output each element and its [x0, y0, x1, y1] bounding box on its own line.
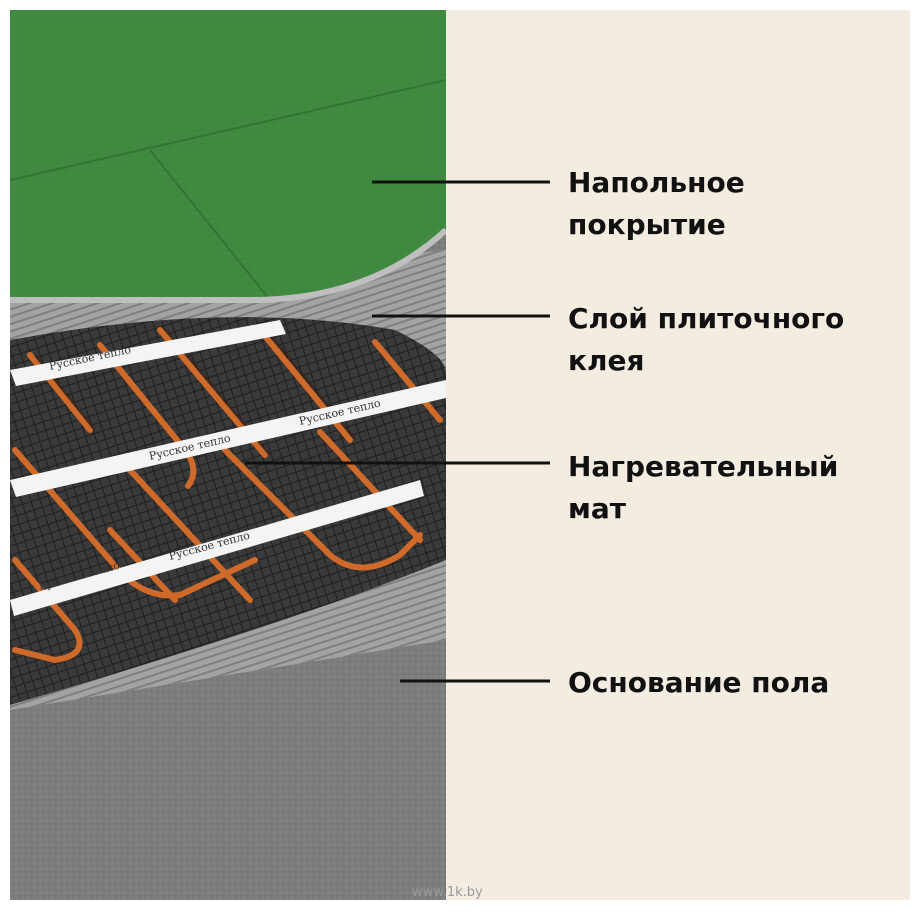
- leader-lines: [245, 180, 550, 683]
- watermark: www.1k.by: [412, 885, 483, 900]
- label-tile-adhesive-line-1: Слой плиточного: [568, 302, 845, 335]
- fixing-tapes: Русское тепло Русское тепло Русское тепл…: [10, 320, 446, 616]
- label-heating-mat: Нагревательный мат: [568, 446, 838, 530]
- tape-2: [10, 380, 446, 497]
- right-panel: [446, 10, 910, 900]
- label-heating-mat-line-1: Нагревательный: [568, 450, 839, 483]
- label-floor-base: Основание пола: [568, 662, 829, 704]
- label-tile-adhesive: Слой плиточного клея: [568, 298, 844, 382]
- label-floor-covering: Напольное покрытие: [568, 162, 745, 246]
- label-heating-mat-line-2: мат: [568, 492, 627, 525]
- floor-covering-layer: [10, 10, 446, 300]
- label-floor-covering-line-1: Напольное: [568, 166, 745, 199]
- label-floor-base-line-1: Основание пола: [568, 666, 830, 699]
- tape-1: [10, 320, 286, 386]
- tape-3: [10, 480, 424, 616]
- label-floor-covering-line-2: покрытие: [568, 208, 726, 241]
- label-tile-adhesive-line-2: клея: [568, 344, 645, 377]
